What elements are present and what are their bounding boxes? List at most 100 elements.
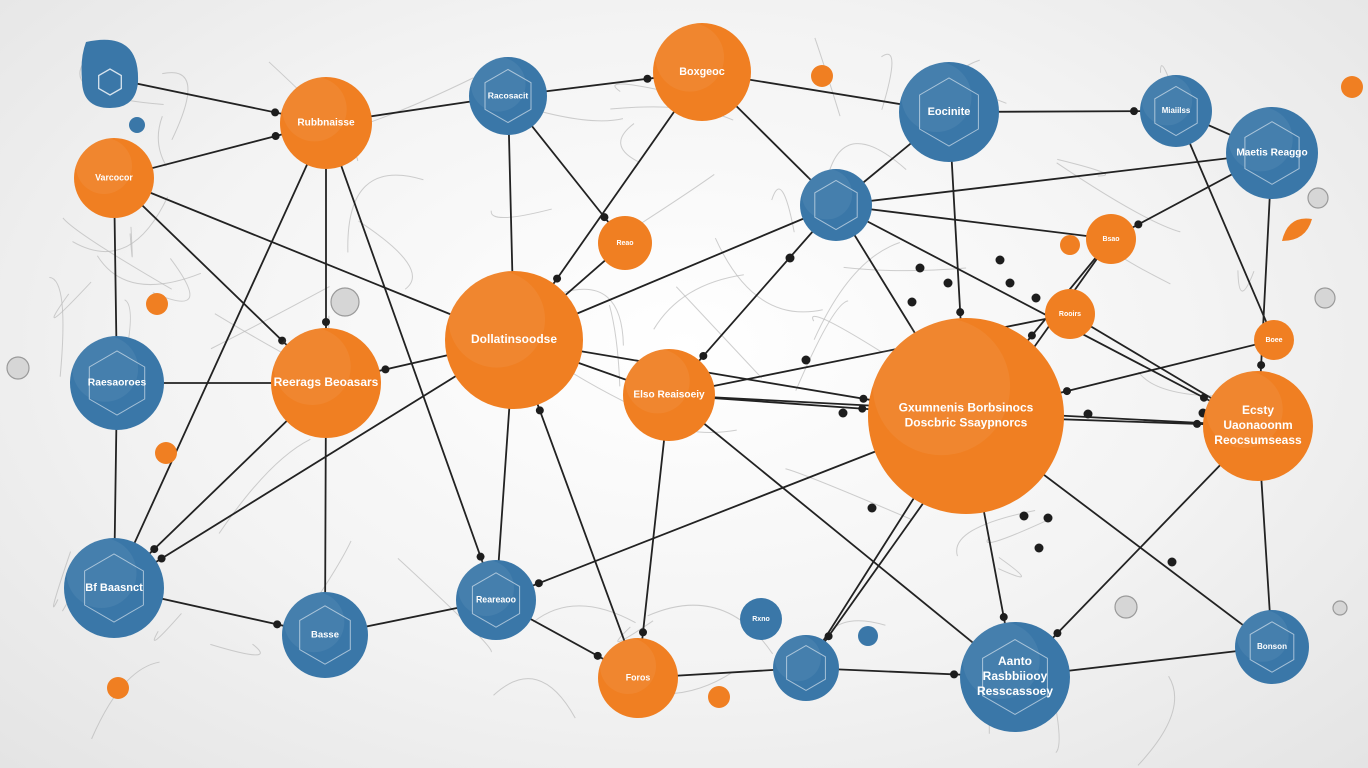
background-wire xyxy=(771,188,795,233)
background-wire xyxy=(998,556,1022,578)
node-circle xyxy=(456,560,536,640)
edge-line xyxy=(325,122,497,601)
edge-junction-dot xyxy=(995,255,1005,265)
edge-junction-dot xyxy=(593,651,602,660)
background-wire xyxy=(812,315,882,353)
node-label: Boxgeoc xyxy=(679,66,725,78)
background-wire xyxy=(347,174,424,253)
hexagon-outline xyxy=(814,179,858,231)
orange-node-n36 xyxy=(708,686,730,708)
node-highlight xyxy=(1236,610,1289,662)
node-circle xyxy=(280,77,372,169)
edge-junction-dot xyxy=(907,297,917,307)
edge-junction-dot xyxy=(1167,557,1177,567)
node-label: Elso Reaisoeiy xyxy=(633,390,705,401)
blue-node-n20: Basse xyxy=(282,592,368,678)
node-circle xyxy=(773,635,839,701)
orange-node-n15: Rooirs xyxy=(1045,289,1095,339)
node-circle xyxy=(623,349,715,441)
node-highlight xyxy=(625,349,690,414)
blue-node-n24 xyxy=(773,635,839,701)
background-wire xyxy=(714,237,823,313)
edge-line xyxy=(113,177,515,341)
node-label: Ecsty xyxy=(1242,403,1274,417)
background-wire xyxy=(493,678,576,719)
edge-junction-dot xyxy=(1031,293,1041,303)
hexagon-outline xyxy=(1249,621,1295,673)
background-wire xyxy=(153,613,182,641)
orange-node-n11: Bsao xyxy=(1086,214,1136,264)
blue-node-n7: Maetis Reaggo xyxy=(1226,107,1318,199)
blue-node-n3: Racosacit xyxy=(469,57,547,135)
background-wire xyxy=(53,281,92,319)
node-label: Reao xyxy=(616,240,633,247)
node-circle xyxy=(1140,75,1212,147)
node-highlight xyxy=(1141,75,1193,126)
edge-junction-dot xyxy=(1130,107,1139,116)
node-circle xyxy=(598,638,678,718)
node-label: Bf Baasnct xyxy=(85,582,143,594)
node-circle xyxy=(1341,76,1363,98)
orange-node-n31 xyxy=(146,293,168,315)
edge-line xyxy=(113,122,327,589)
edge-junction-dot xyxy=(535,406,544,415)
edge-junction-dot xyxy=(999,613,1008,622)
background-wire xyxy=(157,115,167,167)
background-wire xyxy=(210,286,330,350)
blue-node-n35 xyxy=(858,626,878,646)
node-label: Gxumnenis Borbsinocs xyxy=(899,401,1034,415)
edge-junction-dot xyxy=(1005,278,1015,288)
edge-junction-dot xyxy=(1019,511,1029,521)
node-highlight xyxy=(872,318,1011,456)
node-circle xyxy=(960,622,1070,732)
edge-junction-dot xyxy=(1043,513,1053,523)
node-highlight xyxy=(600,638,656,694)
node-circle xyxy=(653,23,751,121)
background-wire xyxy=(72,196,169,252)
edge-junction-dot xyxy=(956,308,965,317)
node-circle xyxy=(129,117,145,133)
node-circle xyxy=(598,216,652,270)
node-label: Eocinite xyxy=(928,106,971,118)
hexagon-outline xyxy=(786,645,826,691)
node-circle xyxy=(868,318,1064,514)
background-wire xyxy=(358,220,413,290)
edge-junction-dot xyxy=(1027,331,1036,340)
node-circle xyxy=(1235,610,1309,684)
orange-node-n30 xyxy=(1060,235,1080,255)
background-wire xyxy=(653,274,744,330)
background-wire xyxy=(843,266,967,272)
node-circle xyxy=(811,65,833,87)
blue-node-n10 xyxy=(800,169,872,241)
node-highlight xyxy=(1205,371,1283,448)
node-highlight xyxy=(801,169,853,220)
node-label: Resscassoey xyxy=(977,684,1053,698)
blue-node-n19: Bf Baasnct xyxy=(64,538,164,638)
edge-junction-dot xyxy=(1083,409,1093,419)
background-wire xyxy=(881,53,893,110)
node-circle xyxy=(708,686,730,708)
background-wire xyxy=(1057,158,1106,177)
node-highlight xyxy=(458,560,514,616)
hexagon-outline xyxy=(471,572,521,628)
edge-junction-dot xyxy=(801,355,811,365)
edge-junction-dot xyxy=(915,263,925,273)
background-wire xyxy=(1137,675,1176,766)
node-label: Boee xyxy=(1265,337,1282,344)
edge-junction-dot xyxy=(858,404,867,413)
node-label: Rubbnaisse xyxy=(297,118,355,129)
node-circle xyxy=(1045,289,1095,339)
node-highlight xyxy=(962,622,1040,699)
edge-junction-dot xyxy=(838,408,848,418)
node-highlight xyxy=(282,77,347,142)
edge-junction-dot xyxy=(157,554,166,563)
background-wire xyxy=(785,468,913,521)
petal-shape xyxy=(1282,218,1312,241)
blue-node-n5: Eocinite xyxy=(899,62,999,162)
edge-junction-dot xyxy=(950,670,959,679)
background-wire xyxy=(956,509,1036,557)
edge-junction-dot xyxy=(1034,543,1044,553)
